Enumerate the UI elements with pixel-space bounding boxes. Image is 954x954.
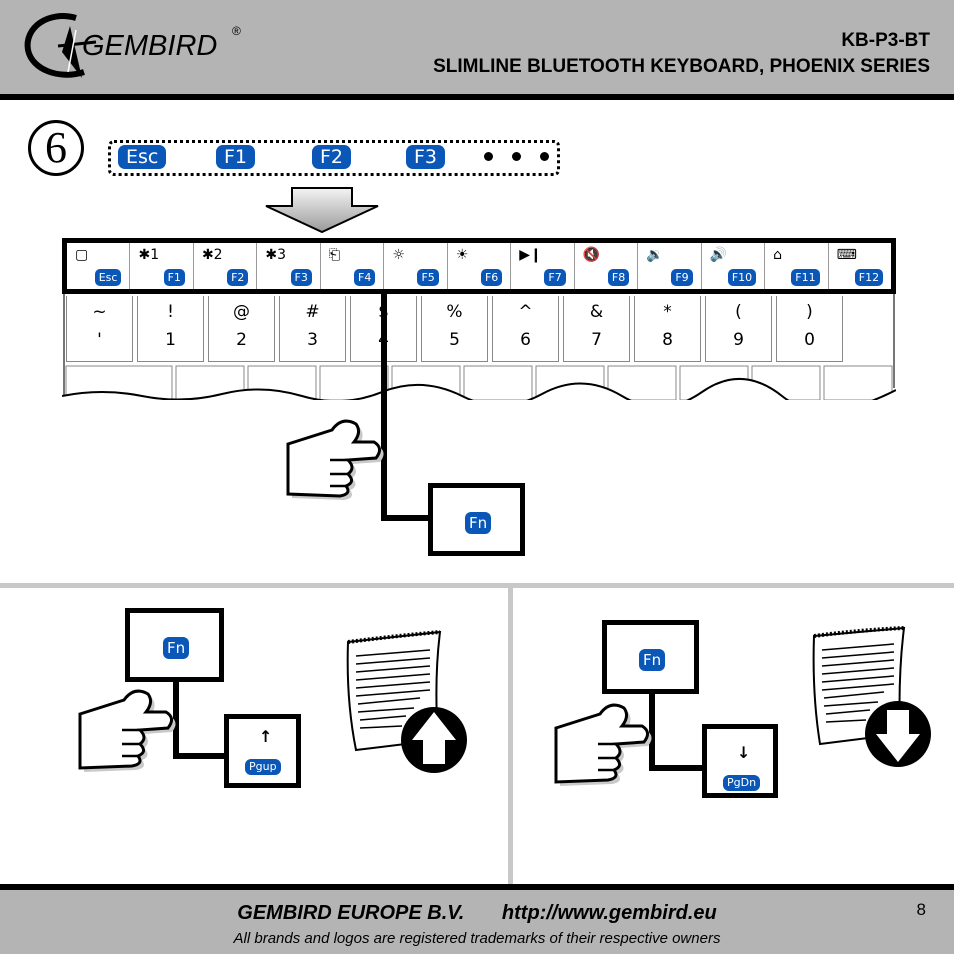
key-7[interactable]: &7 <box>563 296 630 362</box>
key-9[interactable]: (9 <box>705 296 772 362</box>
mute-icon: 🔇 <box>582 247 601 263</box>
fn-row-key-f11[interactable]: ⌂ F11 <box>765 243 829 289</box>
fn-key[interactable]: Fn <box>465 512 492 534</box>
fn-row-key-f10[interactable]: 🔊 F10 <box>702 243 766 289</box>
brand-name: GEMBIRD <box>82 30 218 62</box>
fn-row-key-f6[interactable]: ☀ F6 <box>448 243 512 289</box>
switch-app-icon: ⎗ <box>328 247 341 263</box>
fn-row-label: F9 <box>671 269 693 286</box>
fn-row-key-f4[interactable]: ⎗ F4 <box>321 243 385 289</box>
fn-row-label: F1 <box>163 269 185 286</box>
fn-key-callout: Fn <box>428 483 525 556</box>
pointing-hand-icon <box>554 703 652 786</box>
key-5[interactable]: %5 <box>421 296 488 362</box>
strip-key-f2: F2 <box>312 145 352 169</box>
brightness-down-icon: ☼ <box>392 247 405 263</box>
key-3[interactable]: #3 <box>279 296 346 362</box>
model-number: KB-P3-BT <box>841 30 930 51</box>
fn-key[interactable]: Fn <box>163 637 190 659</box>
fn-key-callout: Fn <box>602 620 699 694</box>
key-2[interactable]: @2 <box>208 296 275 362</box>
fn-row-key-f5[interactable]: ☼ F5 <box>384 243 448 289</box>
key-1[interactable]: !1 <box>137 296 204 362</box>
fn-row-key-f12[interactable]: ⌨ F12 <box>829 243 891 289</box>
fn-row-label: F6 <box>480 269 503 286</box>
gembird-logo-icon <box>24 13 97 78</box>
keyboard-icon: ⌨ <box>836 247 857 263</box>
key-8[interactable]: *8 <box>634 296 701 362</box>
keyboard-illustration <box>62 294 896 400</box>
fn-row-label: F11 <box>791 269 820 286</box>
key-backtick[interactable]: ~' <box>66 296 133 362</box>
fn-row-label: F10 <box>727 269 757 286</box>
fn-row-label: F8 <box>607 269 630 286</box>
ellipsis-dot-icon <box>512 152 521 161</box>
pointing-hand-icon <box>286 419 384 500</box>
company-name: GEMBIRD EUROPE B.V. <box>237 902 465 924</box>
fn-row-label: F5 <box>417 269 439 286</box>
arrow-down-icon: ↓ <box>737 743 751 762</box>
fn-row-key-f9[interactable]: 🔉 F9 <box>638 243 702 289</box>
fn-row-key-f8[interactable]: 🔇 F8 <box>575 243 639 289</box>
fn-row-label: F7 <box>544 269 566 286</box>
bluetooth-icon: ✱1 <box>138 247 160 263</box>
model-title: KB-P3-BT SLIMLINE BLUETOOTH KEYBOARD, PH… <box>433 28 930 80</box>
pgup-key-callout: ↑ Pgup <box>224 714 301 788</box>
fn-row-label: F2 <box>227 269 249 286</box>
product-name: SLIMLINE BLUETOOTH KEYBOARD, PHOENIX SER… <box>433 56 930 77</box>
fn-key-callout: Fn <box>125 608 224 682</box>
ellipsis-dot-icon <box>484 152 493 161</box>
function-key-strip <box>108 140 560 176</box>
page-footer: GEMBIRD EUROPE B.V. http://www.gembird.e… <box>0 884 954 954</box>
pointing-hand-icon <box>78 689 176 772</box>
volume-down-icon: 🔉 <box>646 247 664 263</box>
trademark-notice: All brands and logos are registered trad… <box>233 930 721 947</box>
pgdn-key-callout: ↓ PgDn <box>702 724 778 798</box>
number-key-row: ~' !1 @2 #3 $4 %5 ^6 &7 *8 (9 )0 <box>66 296 896 362</box>
home-square-icon: ▢ <box>75 247 89 263</box>
scroll-up-arrow-icon <box>401 707 467 773</box>
fn-row-label: Esc <box>94 269 122 286</box>
key-0[interactable]: )0 <box>776 296 843 362</box>
down-arrow-icon <box>265 187 379 234</box>
step-number: 6 <box>28 120 84 176</box>
bluetooth-icon: ✱3 <box>265 247 287 263</box>
home-icon: ⌂ <box>773 247 783 263</box>
fn-row-key-esc[interactable]: ▢ Esc <box>67 243 131 289</box>
panel-divider <box>508 586 513 886</box>
strip-key-f3: F3 <box>406 145 446 169</box>
pgdn-key[interactable]: PgDn <box>723 775 761 791</box>
company-url-link[interactable]: http://www.gembird.eu <box>501 902 717 924</box>
fn-key[interactable]: Fn <box>639 649 666 671</box>
brightness-up-icon: ☀ <box>455 247 469 263</box>
fn-row-label: F12 <box>854 269 884 286</box>
arrow-up-icon: ↑ <box>259 727 273 746</box>
footer-company-line: GEMBIRD EUROPE B.V. http://www.gembird.e… <box>0 902 954 925</box>
fn-row-label: F4 <box>354 269 376 286</box>
page-number: 8 <box>916 900 926 919</box>
registered-mark: ® <box>232 24 241 38</box>
key-6[interactable]: ^6 <box>492 296 559 362</box>
section-divider <box>0 583 954 588</box>
strip-key-f1: F1 <box>216 145 256 169</box>
pgup-key[interactable]: Pgup <box>245 759 281 775</box>
bluetooth-icon: ✱2 <box>201 247 223 263</box>
strip-key-esc: Esc <box>118 145 167 169</box>
play-pause-icon: ▶❙ <box>519 247 542 263</box>
volume-up-icon: 🔊 <box>709 247 728 263</box>
scroll-down-arrow-icon <box>865 701 931 767</box>
ellipsis-dot-icon <box>540 152 549 161</box>
fn-row-key-f7[interactable]: ▶❙F7 <box>511 243 575 289</box>
page-header: GEMBIRD ® KB-P3-BT SLIMLINE BLUETOOTH KE… <box>0 0 954 100</box>
fn-row-label: F3 <box>290 269 312 286</box>
